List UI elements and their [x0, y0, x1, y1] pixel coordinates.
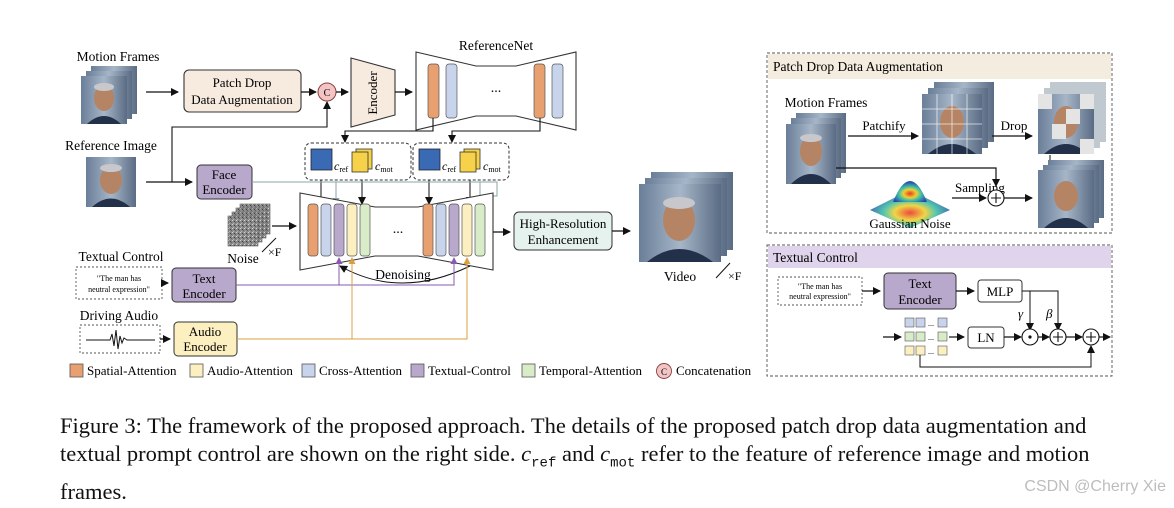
- caption-middle: and: [556, 441, 601, 466]
- dropped-frames: [1038, 82, 1106, 154]
- legend-concat-symbol: C: [661, 367, 667, 377]
- prompt-main-line1: "The man has: [97, 274, 141, 283]
- caption-prefix: Figure 3: The framework of the proposed …: [60, 413, 1087, 466]
- beta-label: β: [1045, 306, 1053, 321]
- patchified-frames: [922, 82, 994, 154]
- caption-suffix: refer to the feature of reference image …: [60, 441, 1090, 504]
- token-grid: ... ... ...: [904, 317, 948, 356]
- noise-stack: [227, 203, 271, 247]
- prompt-panel-line1: "The man has: [798, 282, 842, 291]
- patch-drop-box: [183, 69, 302, 113]
- unet-ellipsis: ...: [393, 222, 404, 237]
- legend-audio: Audio-Attention: [207, 363, 293, 378]
- patch-panel-title: Patch Drop Data Augmentation: [773, 59, 943, 74]
- audio-encoder-line2: Encoder: [183, 339, 227, 354]
- referencenet-ellipsis: ...: [491, 81, 502, 96]
- gaussian-noise-surface: [870, 181, 950, 228]
- text-encoder-panel-line2: Encoder: [898, 292, 942, 307]
- referencenet-label: ReferenceNet: [459, 38, 533, 53]
- augmented-frames: [1038, 160, 1104, 228]
- token-ellipsis-3: ...: [928, 347, 934, 356]
- textual-control-label: Textual Control: [79, 249, 164, 264]
- unet-right-blocks: [422, 203, 486, 257]
- video-stack: [639, 172, 733, 262]
- legend-spatial: Spatial-Attention: [87, 363, 177, 378]
- motion-frames-stack: [81, 66, 137, 124]
- text-encoder-main-line2: Encoder: [182, 286, 226, 301]
- noise-label: Noise: [227, 251, 259, 266]
- drop-label: Drop: [1001, 118, 1028, 133]
- audio-waveform: [86, 329, 155, 350]
- audio-encoder-line1: Audio: [189, 324, 222, 339]
- text-panel-title: Textual Control: [773, 250, 858, 265]
- encoder-label: Encoder: [365, 71, 380, 115]
- reference-image: [86, 157, 136, 207]
- concat-symbol: C: [324, 88, 331, 99]
- encoder-trapezoid: [350, 57, 396, 128]
- prompt-panel-line2: neutral expression": [789, 292, 851, 301]
- caption-c-mot: cmot: [600, 441, 636, 472]
- token-ellipsis-2: ...: [928, 333, 934, 342]
- prompt-main-line2: neutral expression": [88, 285, 150, 294]
- legend-textual: Textual-Control: [428, 363, 511, 378]
- c-mot-1: cmot: [375, 159, 394, 174]
- watermark: CSDN @Cherry Xie: [1024, 478, 1166, 495]
- unet-left-blocks: [307, 203, 371, 257]
- c-ref-1: cref: [334, 159, 349, 174]
- patch-drop-line1: Patch Drop: [213, 75, 272, 90]
- legend-concat: Concatenation: [676, 363, 752, 378]
- video-label: Video: [664, 269, 696, 284]
- patchify-label: Patchify: [862, 118, 906, 133]
- c-ref-2: cref: [442, 159, 457, 174]
- motion-frames-label: Motion Frames: [77, 49, 160, 64]
- patch-panel-motion-frames: [786, 113, 846, 184]
- feature-group-2: [412, 142, 510, 181]
- video-times-f: ×F: [728, 269, 742, 283]
- gamma-label: γ: [1018, 306, 1024, 321]
- patch-panel-motion-label: Motion Frames: [785, 95, 868, 110]
- denoising-label: Denoising: [375, 267, 431, 282]
- high-res-line1: High-Resolution: [520, 216, 607, 231]
- ln-label: LN: [977, 330, 995, 345]
- reference-image-label: Reference Image: [65, 138, 157, 153]
- gaussian-noise-label: Gaussian Noise: [869, 216, 950, 231]
- caption-c-ref: cref: [521, 441, 557, 472]
- prompt-box-main: [75, 266, 163, 300]
- token-ellipsis-1: ...: [928, 319, 934, 328]
- feature-group-1: [304, 142, 412, 181]
- face-encoder-line1: Face: [212, 167, 237, 182]
- prompt-box-panel: [777, 276, 863, 306]
- figure-caption: Figure 3: The framework of the proposed …: [60, 412, 1140, 506]
- driving-audio-label: Driving Audio: [80, 308, 159, 323]
- legend: Spatial-Attention Audio-Attention Cross-…: [69, 363, 752, 379]
- legend-temporal: Temporal-Attention: [539, 363, 643, 378]
- denoising-loop: [339, 265, 471, 284]
- high-res-line2: Enhancement: [528, 232, 599, 247]
- framework-diagram: Motion Frames Patch Drop Data Augmentati…: [65, 38, 1113, 379]
- noise-times-f: ×F: [268, 245, 282, 259]
- mlp-label: MLP: [987, 284, 1014, 299]
- face-encoder-line2: Encoder: [202, 182, 246, 197]
- text-encoder-main-line1: Text: [193, 271, 216, 286]
- c-mot-2: cmot: [483, 159, 502, 174]
- patch-drop-line2: Data Augmentation: [191, 92, 293, 107]
- legend-cross: Cross-Attention: [319, 363, 403, 378]
- text-encoder-panel-line1: Text: [909, 276, 932, 291]
